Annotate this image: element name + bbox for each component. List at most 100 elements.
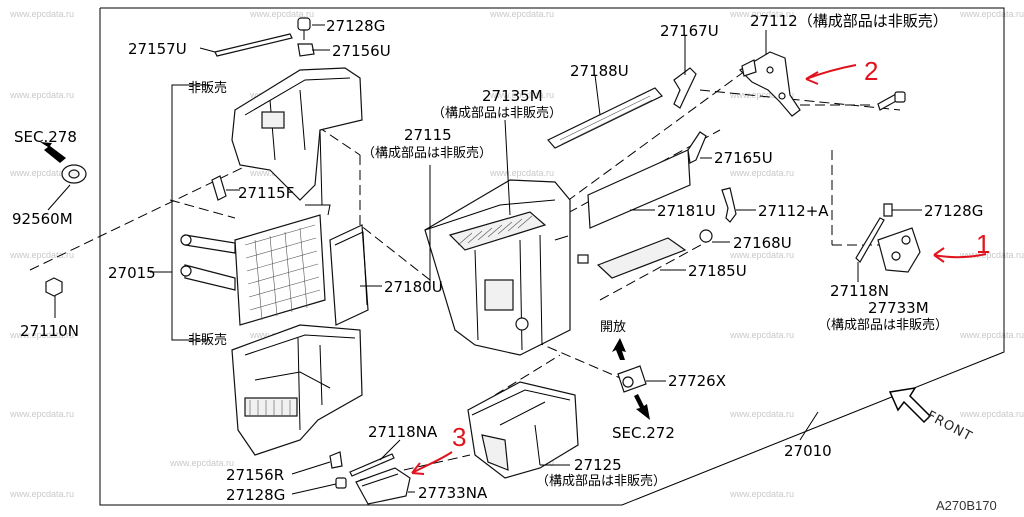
watermark: www.epcdata.ru (9, 90, 74, 100)
label-27115-note: （構成部品は非販売） (362, 145, 492, 161)
watermark: www.epcdata.ru (489, 168, 554, 178)
clip-27156r (329, 451, 343, 469)
label-sec278: SEC.278 (14, 128, 77, 146)
rod-27118na (349, 453, 395, 477)
label-27733na: 27733NA (418, 484, 488, 502)
label-27118n: 27118N (830, 282, 889, 300)
panel-27181u (587, 149, 691, 229)
grommet-92560m (40, 142, 87, 184)
label-non-sale-lower: 非販売 (188, 332, 227, 348)
label-27015: 27015 (108, 264, 156, 282)
link-27165u (687, 131, 707, 164)
strip-27188u (547, 87, 663, 149)
lower-housing (231, 324, 363, 456)
watermark: www.epcdata.ru (959, 409, 1024, 419)
watermark: www.epcdata.ru (169, 458, 234, 468)
watermark: www.epcdata.ru (729, 409, 794, 419)
clip-27128g-bottom (335, 477, 347, 489)
label-27167u: 27167U (660, 22, 719, 40)
rod-27157u (214, 33, 293, 57)
label-27726x: 27726X (668, 372, 726, 390)
watermark: www.epcdata.ru (959, 250, 1024, 260)
label-92560m: 92560M (12, 210, 73, 228)
diagram-code: A270B170 (936, 498, 997, 512)
watermark: www.epcdata.ru (249, 9, 314, 19)
valve-27726x (617, 365, 647, 393)
label-27128g-top: 27128G (326, 17, 385, 35)
label-non-sale-upper: 非販売 (188, 80, 227, 96)
upper-housing (231, 67, 363, 216)
sec272-arrow (634, 394, 650, 420)
watermark: www.epcdata.ru (9, 168, 74, 178)
leader-lines (47, 24, 922, 495)
case-27135m (424, 179, 589, 356)
label-27125: 27125 (574, 456, 622, 474)
bolt (877, 91, 906, 111)
label-sec272: SEC.272 (612, 424, 675, 442)
watermark: www.epcdata.ru (729, 168, 794, 178)
label-27135m: 27135M (482, 87, 543, 105)
label-27128g-right: 27128G (924, 202, 983, 220)
label-27115: 27115 (404, 126, 452, 144)
annotation-1: 1 (976, 229, 990, 259)
panel-27180u (329, 224, 369, 326)
watermark: www.epcdata.ru (729, 9, 794, 19)
watermark: www.epcdata.ru (489, 90, 554, 100)
watermark: www.epcdata.ru (729, 489, 794, 499)
group-bracket (150, 84, 210, 341)
label-27156r: 27156R (226, 466, 284, 484)
open-arrow (612, 338, 626, 360)
actuator-27733na (355, 467, 411, 505)
clip-27128g-right (883, 203, 893, 217)
watermark: www.epcdata.ru (729, 90, 794, 100)
nut-27110n (45, 277, 63, 297)
label-27112: 27112（構成部品は非販売） (750, 12, 948, 30)
label-27110n: 27110N (20, 322, 79, 340)
label-27115f: 27115F (238, 184, 294, 202)
label-27125-note: （構成部品は非販売） (536, 473, 666, 489)
red-annotations: 2 1 3 (411, 56, 990, 475)
watermark: www.epcdata.ru (9, 9, 74, 19)
watermark: www.epcdata.ru (959, 9, 1024, 19)
watermark: www.epcdata.ru (9, 250, 74, 260)
watermark: www.epcdata.ru (959, 330, 1024, 340)
label-27156u: 27156U (332, 42, 391, 60)
clip-27128g-top (297, 17, 311, 40)
annotation-3: 3 (452, 422, 466, 452)
label-27118na: 27118NA (368, 423, 438, 441)
label-open: 開放 (600, 320, 626, 335)
label-27168u: 27168U (733, 234, 792, 252)
actuator-27112 (739, 51, 801, 117)
label-27010: 27010 (784, 442, 832, 460)
label-27733m: 27733M (868, 299, 929, 317)
watermark: www.epcdata.ru (9, 330, 74, 340)
label-27165u: 27165U (714, 149, 773, 167)
label-27181u: 27181U (657, 202, 716, 220)
label-27135m-note: （構成部品は非販売） (432, 105, 562, 121)
watermark: www.epcdata.ru (729, 330, 794, 340)
actuator-27733m (877, 227, 921, 273)
label-27733m-note: （構成部品は非販売） (818, 317, 948, 333)
label-27188u: 27188U (570, 62, 629, 80)
annotation-2: 2 (864, 56, 878, 86)
label-27112a: 27112+A (758, 202, 829, 220)
lever-27112a (721, 187, 737, 223)
panel-27185u (596, 237, 687, 279)
label-27185u: 27185U (688, 262, 747, 280)
label-27157u: 27157U (128, 40, 187, 58)
label-27128g-bottom: 27128G (226, 486, 285, 504)
assembly-frame (99, 7, 1005, 506)
watermark: www.epcdata.ru (489, 9, 554, 19)
clip-27156u (297, 43, 315, 57)
watermark: www.epcdata.ru (9, 409, 74, 419)
heater-core (180, 214, 326, 326)
label-27180u: 27180U (384, 278, 443, 296)
duct-27125 (467, 381, 579, 479)
watermark: www.epcdata.ru (729, 250, 794, 260)
rod-27118n (855, 217, 885, 263)
clip-27168u (699, 229, 713, 243)
clip-27115f (211, 175, 227, 201)
watermark: www.epcdata.ru (9, 489, 74, 499)
